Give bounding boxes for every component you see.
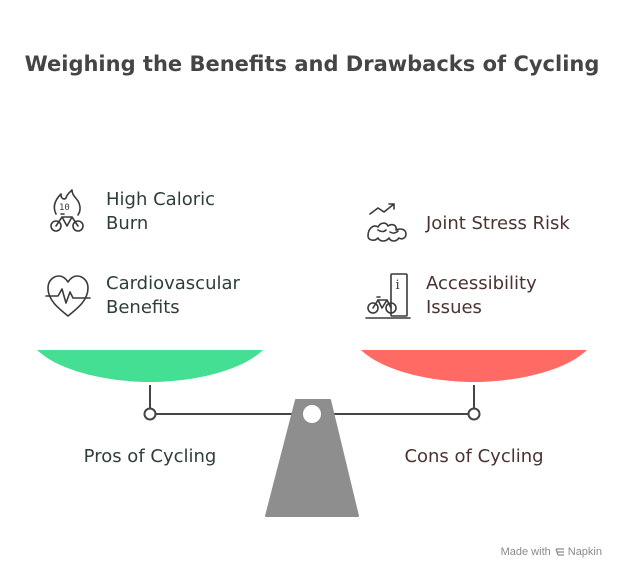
footer-brand-name: Napkin xyxy=(567,546,602,558)
calorie-flame-bike-icon: 10 xyxy=(44,188,92,236)
footer-credit: Made with Napkin xyxy=(501,546,602,558)
footer-brand: Napkin xyxy=(555,546,602,558)
pro-item-label: Cardiovascular Benefits xyxy=(106,273,240,318)
con-item-label: Joint Stress Risk xyxy=(426,213,570,234)
cons-beam-joint xyxy=(467,407,481,421)
pro-item-cardiovascular: Cardiovascular Benefits xyxy=(44,272,240,320)
heart-pulse-icon xyxy=(44,272,92,320)
scale-fulcrum xyxy=(265,399,359,517)
pro-item-caloric-burn: 10 High Caloric Burn xyxy=(44,188,215,236)
svg-text:i: i xyxy=(396,278,400,293)
bike-info-sign-icon: i xyxy=(364,272,412,320)
con-item-label: Accessibility Issues xyxy=(426,273,537,318)
pros-beam-joint xyxy=(143,407,157,421)
cons-label: Cons of Cycling xyxy=(404,446,544,467)
svg-text:10: 10 xyxy=(59,203,70,213)
joint-stress-icon xyxy=(364,200,412,248)
cons-pan xyxy=(361,350,587,382)
con-item-joint-stress: Joint Stress Risk xyxy=(364,200,570,248)
page-title: Weighing the Benefits and Drawbacks of C… xyxy=(24,52,600,76)
pros-label: Pros of Cycling xyxy=(83,446,217,467)
pros-pan xyxy=(37,350,263,382)
footer-prefix: Made with xyxy=(500,546,551,558)
con-item-accessibility: i Accessibility Issues xyxy=(364,272,537,320)
napkin-logo-icon xyxy=(555,548,564,556)
fulcrum-pivot xyxy=(303,405,321,423)
pro-item-label: High Caloric Burn xyxy=(106,189,216,234)
